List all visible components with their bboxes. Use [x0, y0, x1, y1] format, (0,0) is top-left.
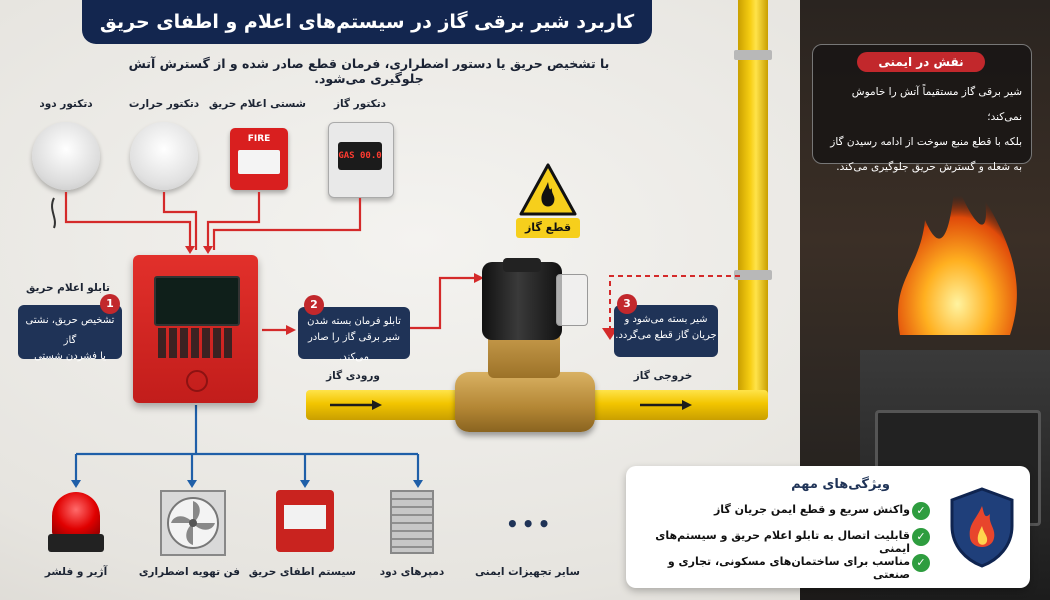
features-heading: ویژگی‌های مهم	[791, 477, 890, 492]
flow-arrow-icon	[682, 400, 692, 410]
smoke-damper	[390, 490, 434, 554]
step-2-box: تابلو فرمان بسته شدن شیر برقی گاز را صاد…	[298, 307, 410, 363]
feature-item: مناسب برای ساختمان‌های مسکونی، تجاری و ص…	[667, 555, 910, 581]
output-label: دمپرهای دود	[379, 566, 445, 578]
step-3-line: جریان گاز قطع می‌گردد.	[615, 330, 717, 341]
safety-role-heading: نقش در ایمنی	[857, 52, 985, 72]
heat-wire	[162, 192, 198, 250]
fire-text: FIRE	[247, 134, 271, 144]
arrow-icon	[286, 325, 296, 335]
step-3-line: شیر بسته می‌شود و	[624, 314, 708, 325]
heat-detector-label: دتکتور حرارت	[128, 98, 200, 110]
arrow-icon	[474, 273, 484, 283]
step-3-box: شیر بسته می‌شود و جریان گاز قطع می‌گردد.	[614, 305, 718, 357]
check-icon: ✓	[912, 528, 930, 546]
warning-fire-icon	[519, 163, 577, 216]
heat-detector	[130, 122, 198, 190]
output-label: سایر تجهیزات ایمنی	[475, 566, 580, 578]
step-2-line: شیر برقی گاز را صادر می‌کند.	[307, 332, 401, 363]
ventilation-fan-icon	[160, 490, 226, 556]
gas-flow-arrows	[330, 400, 692, 410]
check-icon: ✓	[912, 502, 930, 520]
arrow-icon	[203, 246, 213, 254]
beacon-light	[52, 492, 100, 536]
feature-item: واکنش سریع و قطع ایمن جریان گاز	[713, 503, 910, 516]
extinguishing-panel-label	[284, 505, 326, 529]
mcp-wire	[206, 192, 261, 250]
gas-detector-wire	[212, 198, 362, 250]
step-1-box: تشخیص حریق، نشتی گاز یا فشردن شستی	[18, 305, 122, 362]
step-2-number: 2	[304, 295, 324, 315]
subtitle: با تشخیص حریق یا دستور اضطراری، فرمان قط…	[128, 56, 610, 86]
gas-outlet-label: خروجی گاز	[633, 370, 693, 382]
fire-panel-keypad	[158, 328, 234, 358]
solenoid-coil-nut	[503, 258, 541, 272]
step-1-line: یا فشردن شستی	[34, 351, 106, 362]
gas-detector-label: دتکتور گاز	[333, 98, 387, 110]
fire-panel-label: تابلو اعلام حریق	[26, 282, 110, 294]
smoke-detector	[32, 122, 100, 190]
gas-detector-display: GAS 00.0	[338, 142, 382, 170]
beacon-base	[48, 534, 104, 552]
check-icon: ✓	[912, 554, 930, 572]
gas-inlet-label: ورودی گاز	[326, 370, 380, 382]
manual-call-point-window	[238, 150, 280, 174]
manual-call-point-label: شستی اعلام حریق	[208, 98, 306, 110]
arrow-icon	[185, 246, 195, 254]
step-3-number: 3	[617, 294, 637, 314]
arrow-icon	[187, 480, 197, 488]
flow-arrow-icon	[372, 400, 382, 410]
safety-role-text: شیر برقی گاز مستقیماً آتش را خاموش نمی‌ک…	[820, 80, 1022, 180]
fire-flame-icon	[897, 180, 1017, 335]
safety-role-line: شیر برقی گاز مستقیماً آتش را خاموش نمی‌ک…	[851, 86, 1022, 123]
arrow-icon	[300, 480, 310, 488]
panel-siren-icon	[186, 370, 208, 392]
pipe-clamp	[734, 50, 772, 60]
fire-panel-screen	[154, 276, 240, 326]
gas-cut-label: قطع گاز	[516, 218, 580, 238]
output-label: فن تهویه اضطراری	[138, 566, 240, 578]
solenoid-connector	[556, 274, 588, 326]
safety-role-line: بلکه با قطع منبع سوخت از ادامه رسیدن گاز	[830, 136, 1022, 148]
arrow-icon	[71, 480, 81, 488]
step-1-line: تشخیص حریق، نشتی گاز	[25, 315, 115, 346]
gas-pipe-vertical	[738, 0, 768, 410]
feature-item: قابلیت اتصال به تابلو اعلام حریق و سیستم…	[655, 529, 910, 555]
output-label: آژیر و فلشر	[44, 566, 108, 578]
page-title: کاربرد شیر برقی گاز در سیستم‌های اعلام و…	[99, 11, 635, 33]
title-banner: کاربرد شیر برقی گاز در سیستم‌های اعلام و…	[82, 0, 652, 44]
arrow-icon	[413, 480, 423, 488]
panel-to-valve-wire	[410, 276, 478, 330]
more-icon: •••	[506, 512, 554, 536]
safety-role-line: به شعله و گسترش حریق جلوگیری می‌کند.	[836, 161, 1022, 173]
fire-shield-icon	[950, 487, 1014, 568]
step-2-line: تابلو فرمان بسته شدن	[307, 316, 401, 327]
pipe-clamp	[734, 270, 772, 280]
step-1-number: 1	[100, 294, 120, 314]
solenoid-valve-body	[455, 372, 595, 432]
smoke-wire	[64, 192, 192, 250]
output-label: سیستم اطفای حریق	[248, 566, 356, 578]
smoke-detector-label: دتکتور دود	[39, 98, 93, 110]
solenoid-coil	[482, 262, 562, 340]
